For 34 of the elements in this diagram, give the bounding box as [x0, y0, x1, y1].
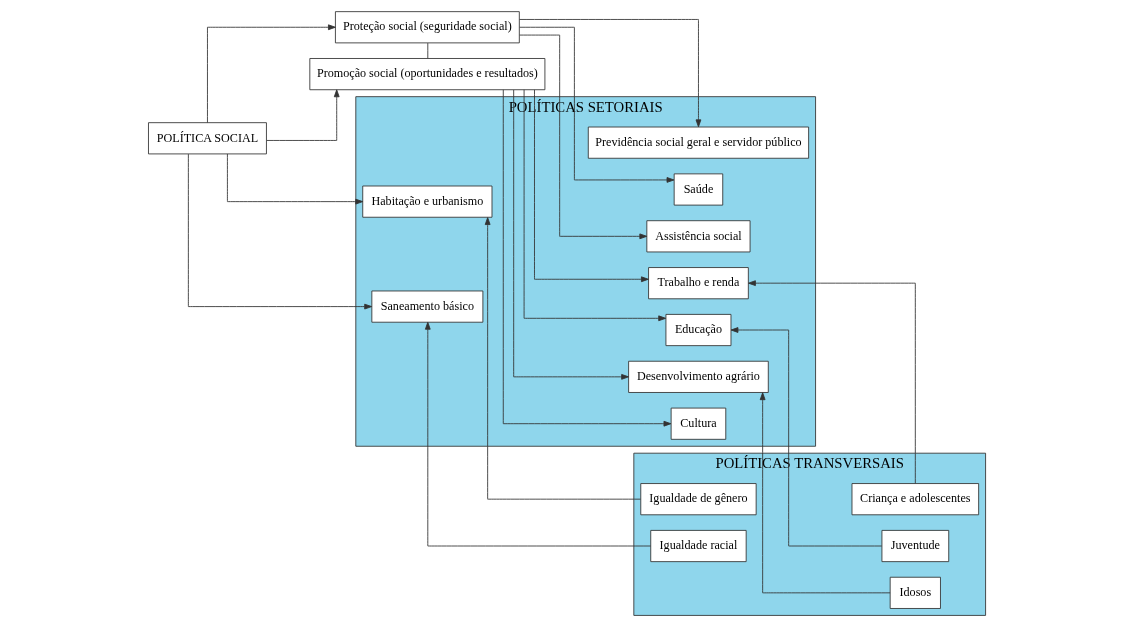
node-box: Juventude [881, 529, 950, 563]
arrow [519, 34, 648, 240]
node-box: Cultura [670, 407, 727, 440]
arrow [424, 321, 652, 547]
arrow [484, 217, 641, 500]
node-box: Desenvolvimento agrário [628, 360, 769, 393]
node-box: Criança e adolescentes [851, 483, 980, 516]
arrow [519, 19, 702, 128]
arrow [226, 153, 364, 205]
arrow [534, 89, 649, 283]
arrow [266, 89, 340, 141]
arrow [187, 153, 373, 310]
node-box: Igualdade de gênero [640, 483, 757, 516]
node-box: Proteção social (seguridade social) [334, 11, 520, 44]
arrow [207, 24, 336, 124]
node-box: Previdência social geral e servidor público [587, 126, 810, 159]
arrow [513, 89, 630, 380]
node-box: Habitação e urbanismo [362, 185, 493, 218]
connector [427, 42, 429, 59]
node-box: Saúde [673, 173, 724, 206]
node-box: Educação [665, 313, 732, 347]
arrow [748, 280, 916, 484]
arrow [523, 89, 667, 322]
arrow [730, 327, 883, 547]
node-box: Assistência social [646, 220, 751, 253]
arrow [519, 26, 675, 183]
node-box: Igualdade racial [650, 529, 747, 563]
node-box: Trabalho e renda [648, 267, 749, 300]
arrow [502, 89, 672, 427]
node-box: Idosos [889, 576, 941, 609]
node-box: POLÍTICA SOCIAL [148, 122, 267, 155]
arrow [759, 392, 891, 594]
node-box: Promoção social (oportunidades e resultados) [309, 58, 546, 91]
node-box: Saneamento básico [371, 290, 484, 323]
